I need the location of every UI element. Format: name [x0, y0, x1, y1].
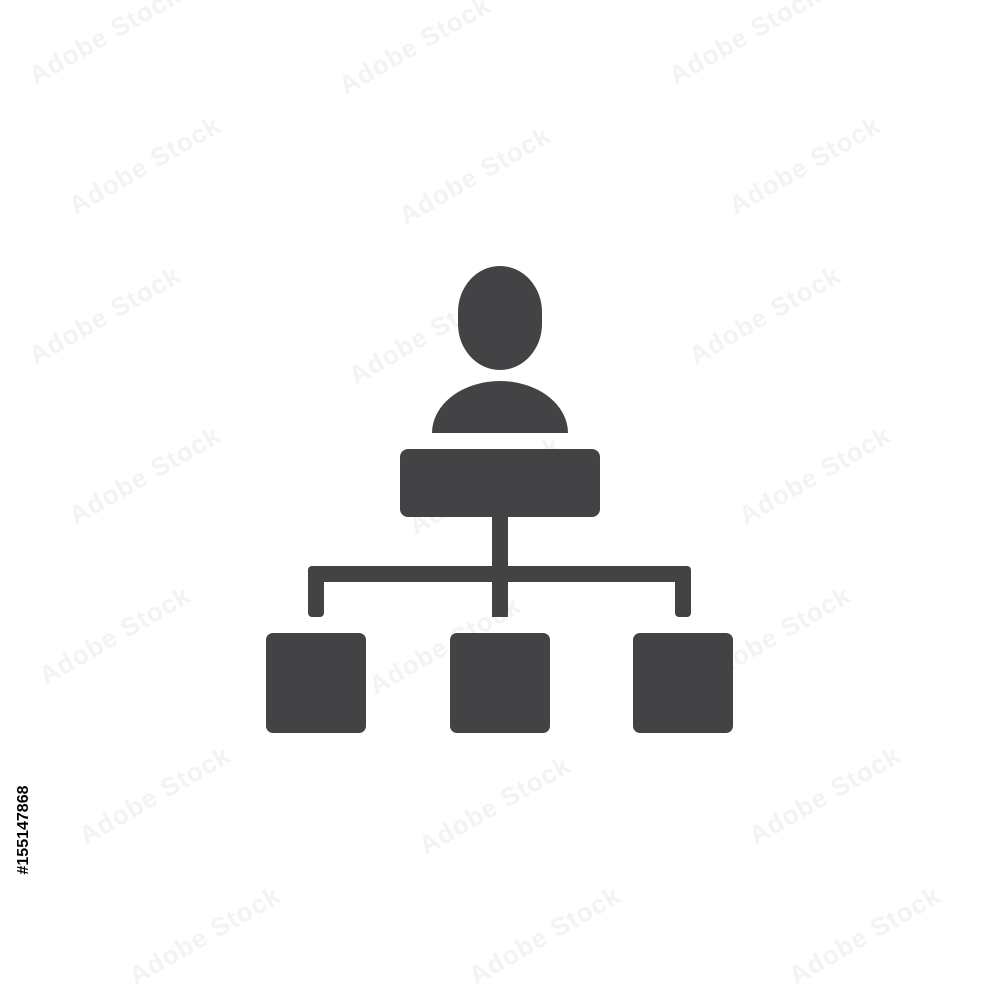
connector-left	[308, 566, 324, 617]
subordinate-box-right	[633, 633, 733, 733]
connector-right	[675, 566, 691, 617]
subordinate-box-left	[266, 633, 366, 733]
stock-id-label: #155147868	[12, 760, 36, 900]
connector-bar	[308, 566, 691, 582]
subordinate-box-center	[450, 633, 550, 733]
icon-shapes	[266, 266, 733, 733]
manager-box	[400, 449, 600, 517]
person-body-shape	[432, 381, 568, 433]
stock-id-text: #155147868	[15, 785, 32, 875]
person-head-shape	[458, 266, 542, 370]
